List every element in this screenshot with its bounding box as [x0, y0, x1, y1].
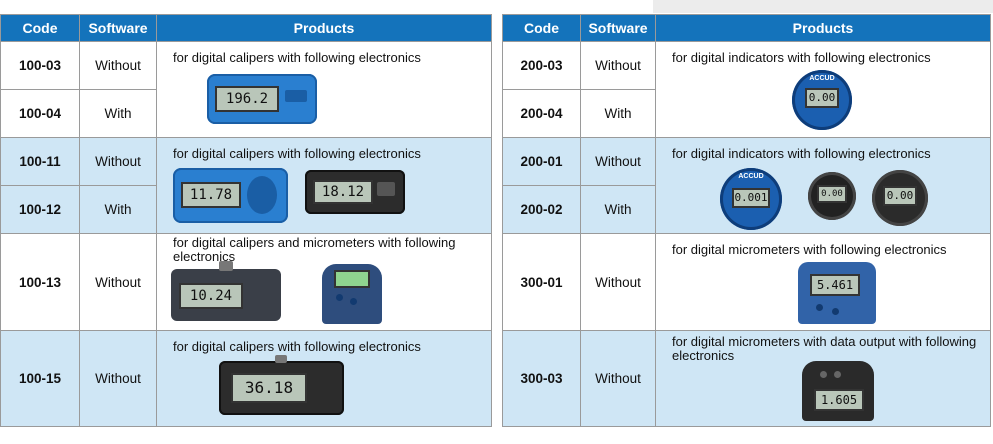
product-description: for digital calipers with following elec… [173, 339, 421, 354]
micrometer-button [834, 371, 841, 378]
product-description: for digital indicators with following el… [672, 50, 931, 65]
product-cell: for digital indicators with following el… [655, 137, 991, 234]
micrometer-button [336, 294, 343, 301]
digital-caliper-image: 18.12 [305, 170, 405, 214]
caliper-display: 11.78 [181, 182, 241, 208]
digital-indicator-image: ACCUD 0.00 [792, 70, 852, 130]
software-cell: Without [580, 233, 656, 331]
table-row: 200-02 With [502, 185, 991, 234]
software-cell: Without [580, 330, 656, 427]
indicator-display: 0.00 [817, 185, 847, 203]
software-cell: Without [79, 137, 157, 186]
header-software: Software [79, 14, 157, 42]
software-cell: Without [79, 330, 157, 427]
product-description: for digital calipers with following elec… [173, 50, 421, 65]
micrometer-button [832, 308, 839, 315]
table-row: 200-01 Without for digital indicators wi… [502, 137, 991, 234]
micrometer-button [816, 304, 823, 311]
table-row: 100-11 Without for digital calipers with… [0, 137, 492, 234]
caliper-display: 36.18 [231, 373, 307, 403]
header-software: Software [580, 14, 656, 42]
digital-caliper-image: 11.78 [173, 168, 288, 223]
top-gray-band [653, 0, 993, 13]
product-cell: for digital micrometers with data output… [655, 330, 991, 427]
table-row: 100-03 Without for digital calipers with… [0, 41, 492, 138]
caliper-knob [275, 355, 287, 363]
header-products: Products [655, 14, 991, 42]
software-cell: Without [79, 41, 157, 90]
caliper-display: 196.2 [215, 86, 279, 112]
code-cell: 300-03 [502, 330, 581, 427]
digital-indicator-image: 0.00 [872, 170, 928, 226]
micrometer-button [820, 371, 827, 378]
code-cell: 100-11 [0, 137, 80, 186]
product-cell: for digital micrometers with following e… [655, 233, 991, 331]
product-cell: for digital calipers and micrometers wit… [156, 233, 492, 331]
code-cell: 200-01 [502, 137, 581, 186]
digital-micrometer-image: 5.461 [798, 262, 876, 324]
left-product-table: Code Software Products 100-03 Without fo… [0, 14, 492, 427]
caliper-thumbwheel [247, 176, 277, 214]
table-row: 300-03 Without for digital micrometers w… [502, 330, 991, 427]
product-description: for digital micrometers with following e… [672, 242, 947, 257]
software-cell: With [79, 185, 157, 234]
digital-caliper-image: 196.2 [207, 74, 317, 124]
header-code: Code [502, 14, 581, 42]
table-row: 300-01 Without for digital micrometers w… [502, 233, 991, 331]
software-cell: Without [580, 41, 656, 90]
indicator-display: 0.00 [805, 88, 839, 108]
caliper-display: 18.12 [313, 180, 373, 204]
digital-caliper-image: 36.18 [219, 355, 344, 415]
digital-indicator-image: ACCUD 0.001 [720, 168, 782, 230]
product-cell: for digital calipers with following elec… [156, 330, 492, 427]
caliper-knob [219, 261, 233, 271]
software-cell: Without [79, 233, 157, 331]
product-description: for digital micrometers with data output… [672, 334, 977, 363]
table-row: 100-13 Without for digital calipers and … [0, 233, 492, 331]
code-cell: 100-03 [0, 41, 80, 90]
digital-micrometer-image: 1.605 [802, 361, 874, 421]
micrometer-display [334, 270, 370, 288]
code-cell: 200-03 [502, 41, 581, 90]
digital-micrometer-image [322, 264, 382, 324]
code-cell: 100-04 [0, 89, 80, 138]
software-cell: With [580, 185, 656, 234]
caliper-buttons [377, 182, 395, 196]
header-products: Products [156, 14, 492, 42]
caliper-display: 10.24 [179, 283, 243, 309]
code-cell: 200-04 [502, 89, 581, 138]
product-description: for digital calipers and micrometers wit… [173, 235, 456, 264]
indicator-display: 0.001 [732, 188, 770, 208]
product-cell: for digital indicators with following el… [655, 41, 991, 138]
indicator-brand: ACCUD [738, 173, 764, 180]
indicator-display: 0.00 [883, 186, 917, 206]
software-cell: Without [580, 137, 656, 186]
micrometer-display: 5.461 [810, 274, 860, 296]
micrometer-button [350, 298, 357, 305]
product-cell: for digital calipers with following elec… [156, 41, 492, 138]
software-cell: With [580, 89, 656, 138]
right-product-table: Code Software Products 200-03 Without fo… [502, 14, 991, 427]
product-description: for digital calipers with following elec… [173, 146, 421, 161]
code-cell: 300-01 [502, 233, 581, 331]
header-code: Code [0, 14, 80, 42]
micrometer-display: 1.605 [814, 389, 864, 411]
digital-indicator-image: 0.00 [808, 172, 856, 220]
digital-caliper-image: 10.24 [171, 261, 281, 321]
indicator-brand: ACCUD [809, 75, 835, 82]
product-cell: for digital calipers with following elec… [156, 137, 492, 234]
table-row: 100-15 Without for digital calipers with… [0, 330, 492, 427]
code-cell: 100-12 [0, 185, 80, 234]
software-cell: With [79, 89, 157, 138]
table-row: 200-03 Without for digital indicators wi… [502, 41, 991, 138]
caliper-buttons [285, 90, 307, 102]
code-cell: 100-13 [0, 233, 80, 331]
code-cell: 100-15 [0, 330, 80, 427]
product-description: for digital indicators with following el… [672, 146, 931, 161]
table-row: 100-12 With [0, 185, 492, 234]
table-row: 200-04 With [502, 89, 991, 138]
code-cell: 200-02 [502, 185, 581, 234]
